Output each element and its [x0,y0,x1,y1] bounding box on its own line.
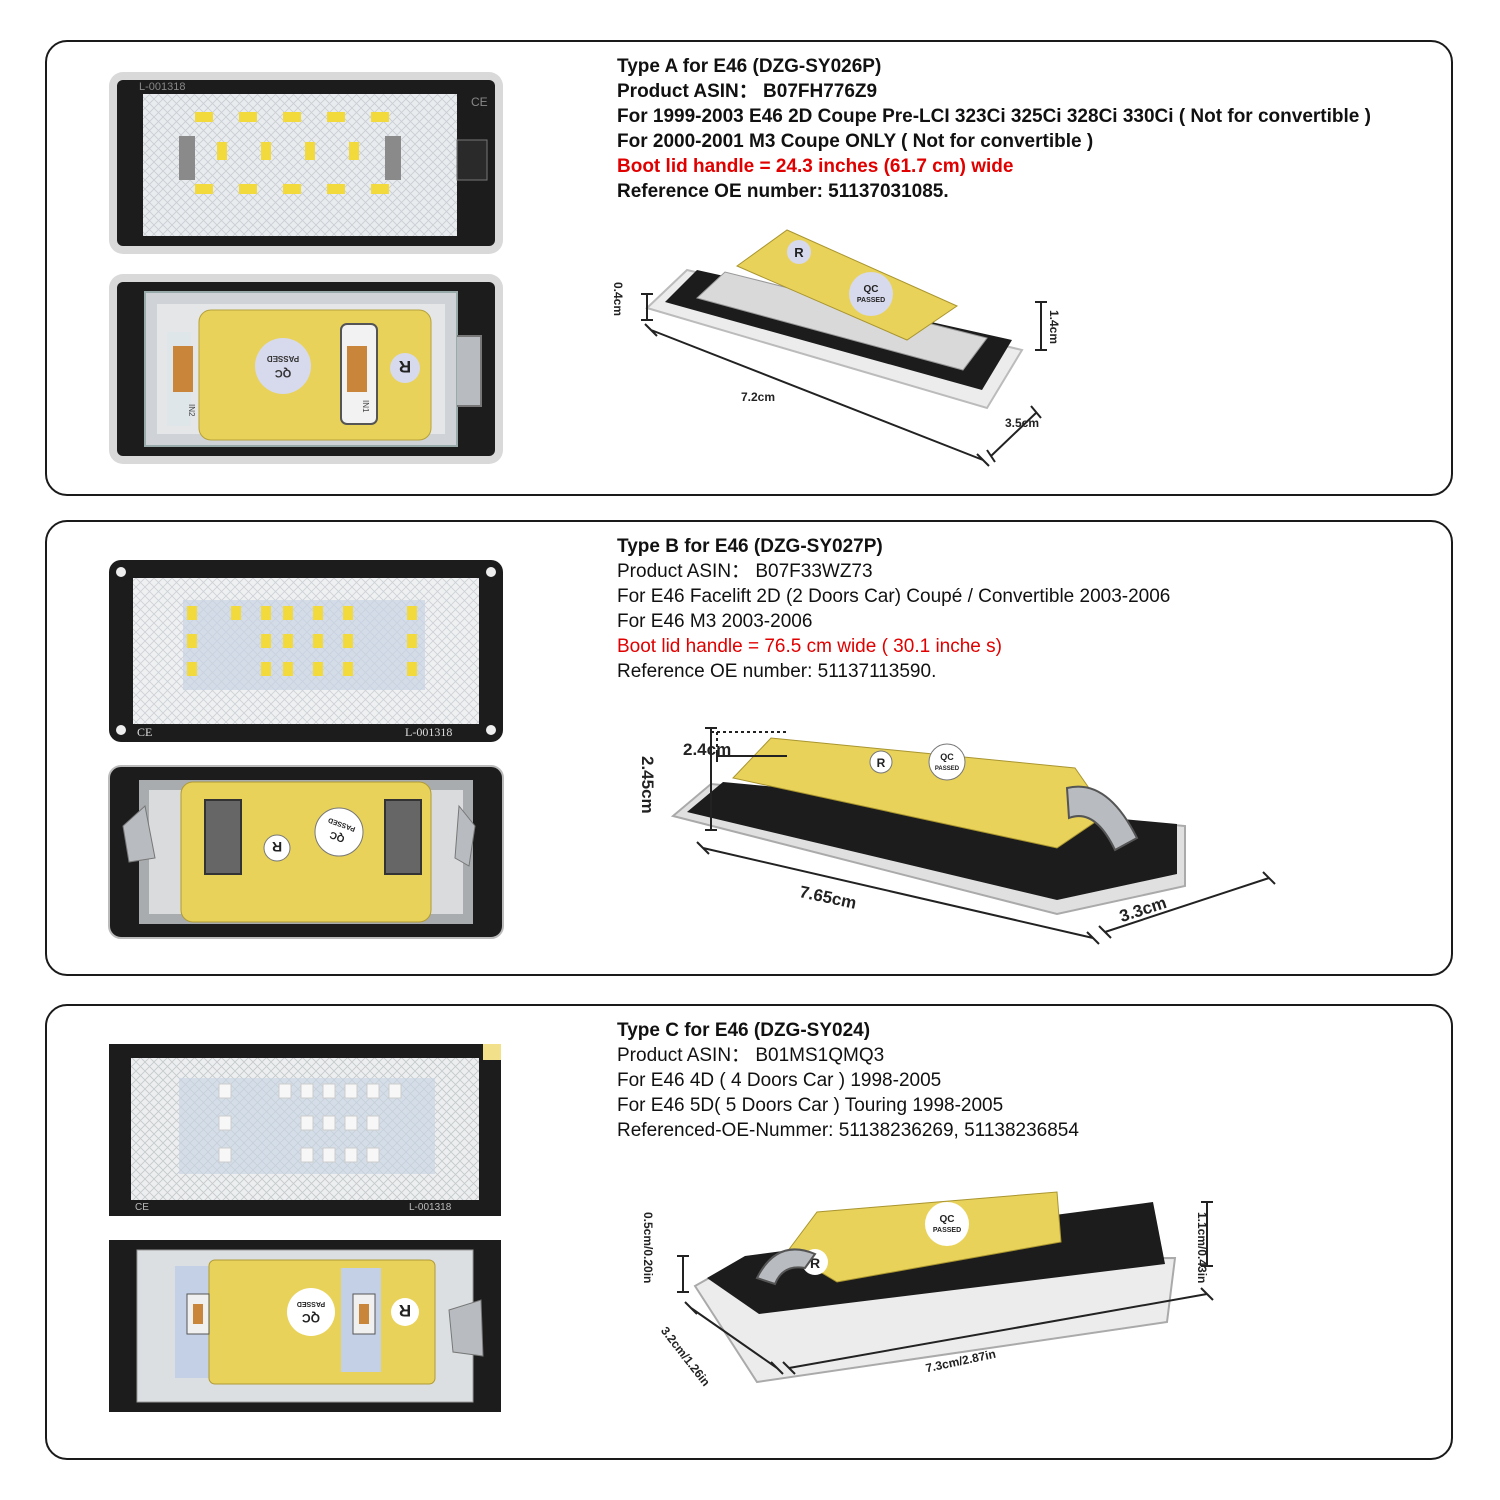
diagram-qc-mark: QC [940,752,954,762]
product-panel-type-c: Type C for E46 (DZG-SY024) Product ASIN：… [45,1004,1453,1460]
spec-boot-lid-handle: Boot lid handle = 76.5 cm wide ( 30.1 in… [617,636,1002,657]
spec-oe-number: Referenced-OE-Nummer: 51138236269, 51138… [617,1120,1079,1141]
spec-asin: Product ASIN： B07FH776Z9 [617,81,878,102]
diagram-qc-mark: QC [864,284,879,295]
front-mark-ce: CE [471,95,488,109]
light-front-image-b: CE L-001318 [109,560,503,742]
spec-fit-line: For E46 M3 2003-2006 [617,611,813,632]
r-badge-text: R [399,357,411,376]
dimension-diagram-b: R QC PASSED [670,727,1276,945]
r-badge-text: R [399,1301,411,1320]
pin-label: IN2 [187,404,196,417]
dimension-diagram-c: R QC PASSED [677,1191,1214,1384]
light-back-image-c: QC PASSED R [109,1240,501,1412]
qc-badge-passed: PASSED [267,354,300,363]
spec-text-type-b: Type B for E46 (DZG-SY027P) Product ASIN… [617,534,1170,684]
spec-fit-line: For E46 Facelift 2D (2 Doors Car) Coupé … [617,586,1171,607]
light-front-image-c: CE L-001318 [109,1044,501,1216]
spec-asin: Product ASIN： B07F33WZ73 [617,561,873,582]
qc-badge-passed: PASSED [297,1300,325,1307]
light-back-image-b: R QC PASSED [108,765,504,939]
spec-asin: Product ASIN： B01MS1QMQ3 [617,1045,885,1066]
diagram-passed-mark: PASSED [933,1227,961,1234]
front-mark-code: L-001318 [409,1202,452,1213]
spec-fit-line: For E46 5D( 5 Doors Car ) Touring 1998-2… [617,1095,1004,1116]
light-front-image-a: L-001318 CE [109,72,503,254]
dim-length-label: 7.2cm [741,390,776,404]
spec-fit-line: For 1999-2003 E46 2D Coupe Pre-LCI 323Ci… [617,106,1371,127]
product-panel-type-b: Type B for E46 (DZG-SY027P) Product ASIN… [45,520,1453,976]
diagram-passed-mark: PASSED [935,766,960,772]
front-mark-code: L-001318 [405,725,452,739]
front-mark-ce: CE [137,725,152,739]
qc-badge-text: QC [302,1311,320,1325]
diagram-r-mark: R [810,1255,820,1271]
qc-badge-text: QC [275,367,292,379]
dim-width-label: 3.5cm [1005,416,1040,430]
dim-height-label: 0.4cm [611,282,625,317]
dim-right-label: 1.1cm/0.43in [1195,1212,1209,1284]
diagram-qc-mark: QC [940,1214,955,1225]
dim-height-label: 2.45cm [638,756,657,814]
pin-label: IN1 [361,400,370,413]
spec-fit-line: For 2000-2001 M3 Coupe ONLY ( Not for co… [617,131,1094,152]
dim-top-label: 2.4cm [683,740,732,759]
diagram-r-mark: R [794,245,804,260]
dim-left-label: 0.5cm/0.20in [641,1212,655,1284]
dim-depth-label: 1.4cm [1047,310,1061,345]
spec-title: Type C for E46 (DZG-SY024) [617,1020,871,1041]
spec-text-type-c: Type C for E46 (DZG-SY024) Product ASIN：… [617,1018,1079,1143]
spec-title: Type B for E46 (DZG-SY027P) [617,536,883,557]
spec-oe-number: Reference OE number: 51137113590. [617,661,937,682]
front-mark-ce: CE [135,1202,149,1213]
spec-boot-lid-handle: Boot lid handle = 24.3 inches (61.7 cm) … [617,156,1014,177]
spec-title: Type A for E46 (DZG-SY026P) [617,56,882,77]
qc-badge-text: QC [329,828,347,843]
diagram-r-mark: R [877,756,886,770]
spec-text-type-a: Type A for E46 (DZG-SY026P) Product ASIN… [617,54,1371,204]
front-mark-code: L-001318 [139,81,186,93]
light-back-image-a: QC PASSED R IN2 IN1 [109,274,503,464]
r-badge-text: R [272,839,282,855]
spec-oe-number: Reference OE number: 51137031085. [617,181,949,202]
spec-fit-line: For E46 4D ( 4 Doors Car ) 1998-2005 [617,1070,942,1091]
diagram-passed-mark: PASSED [857,297,885,304]
product-panel-type-a: Type A for E46 (DZG-SY026P) Product ASIN… [45,40,1453,496]
dimension-diagram-a: R QC PASSED [641,229,1047,467]
